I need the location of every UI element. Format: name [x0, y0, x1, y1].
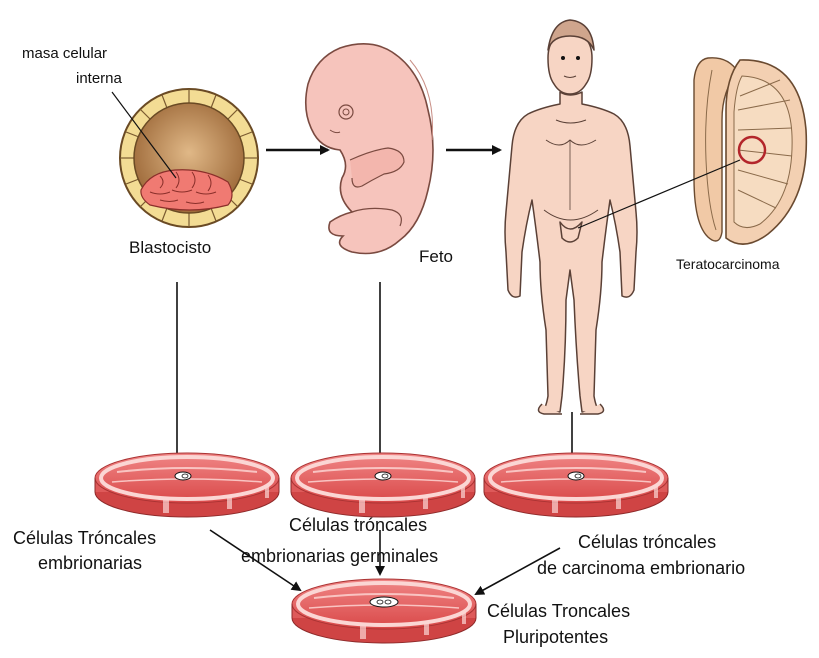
label-embryonic-line2: embrionarias	[38, 553, 142, 574]
label-germinal-line2: embrionarias germinales	[241, 546, 438, 567]
fetus-illustration	[306, 44, 433, 254]
label-fetus: Feto	[419, 247, 453, 267]
label-pluripotent-line2: Pluripotentes	[503, 627, 608, 648]
adult-figure-illustration	[505, 20, 637, 414]
culture-dish-carcinoma	[484, 453, 668, 517]
label-germinal-line1: Células tróncales	[289, 515, 427, 536]
label-carcinoma-line2: de carcinoma embrionario	[537, 558, 745, 579]
culture-dish-pluripotent	[292, 579, 476, 643]
label-inner-cell-mass-line2: interna	[76, 70, 122, 87]
culture-dish-germinal	[291, 453, 475, 517]
culture-dish-embryonic	[95, 453, 279, 517]
label-teratocarcinoma: Teratocarcinoma	[676, 256, 780, 272]
label-pluripotent-line1: Células Troncales	[487, 601, 630, 622]
label-inner-cell-mass-line1: masa celular	[22, 45, 107, 62]
blastocyst-illustration	[112, 89, 258, 227]
label-carcinoma-line1: Células tróncales	[578, 532, 716, 553]
label-embryonic-line1: Células Tróncales	[13, 528, 156, 549]
label-blastocyst: Blastocisto	[129, 238, 211, 258]
